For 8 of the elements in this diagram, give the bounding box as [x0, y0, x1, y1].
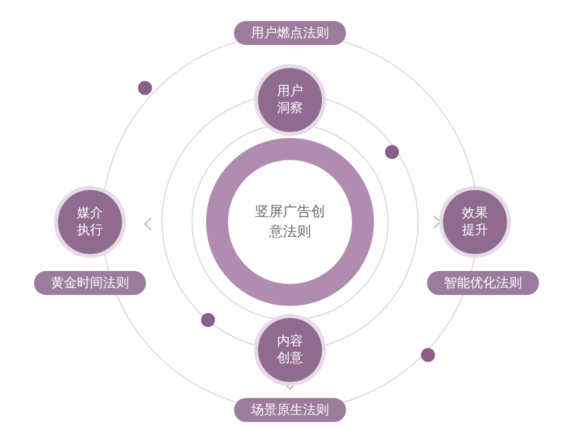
rule-label: 用户燃点法则: [234, 21, 346, 45]
rule-label: 场景原生法则: [234, 398, 346, 422]
topic-circle: 内容创意: [258, 318, 322, 382]
topic-circle: 媒介执行: [58, 190, 122, 254]
rule-label: 智能优化法则: [427, 271, 539, 295]
topic-circle: 效果提升: [443, 190, 507, 254]
rule-label: 黄金时间法则: [34, 271, 146, 295]
topic-circle: 用户洞察: [258, 68, 322, 132]
